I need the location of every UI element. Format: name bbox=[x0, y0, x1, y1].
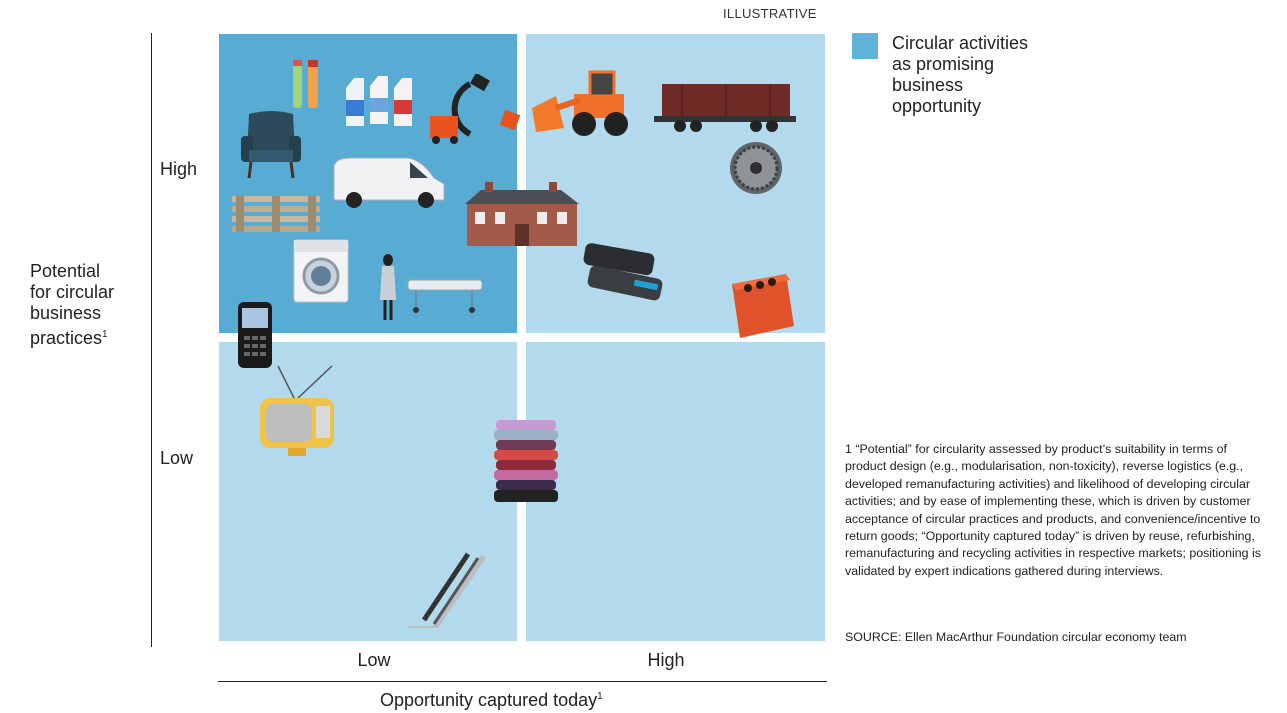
bottles-icon bbox=[293, 60, 318, 108]
van-icon bbox=[333, 157, 445, 208]
source-text: SOURCE: Ellen MacArthur Foundation circu… bbox=[845, 630, 1187, 644]
legend-label-line: Circular activities bbox=[892, 33, 1029, 53]
y-tick-high: High bbox=[160, 159, 198, 179]
footnote-mark: 1 bbox=[102, 329, 108, 340]
y-tick-low: Low bbox=[160, 448, 194, 468]
y-axis-title: Potential for circular business practice… bbox=[30, 261, 114, 349]
washing-machine-icon bbox=[293, 239, 349, 303]
quadrant-low-potential-high-opportunity bbox=[526, 342, 825, 641]
illustrative-label: ILLUSTRATIVE bbox=[723, 6, 817, 21]
wheel-loader-icon bbox=[532, 70, 628, 136]
legend-label-line: business bbox=[892, 75, 964, 95]
y-axis-title-text: practices bbox=[30, 328, 103, 348]
y-axis-title-line: for circular bbox=[30, 282, 115, 302]
footnote-text: 1 “Potential” for circularity assessed b… bbox=[845, 442, 1261, 578]
bottle-crate-icon bbox=[732, 274, 794, 338]
jet-engine-icon bbox=[730, 142, 782, 194]
y-axis-line bbox=[151, 33, 152, 647]
legend-label-line: opportunity bbox=[892, 96, 982, 116]
medical-c-arm-icon bbox=[430, 74, 521, 144]
x-axis-title: Opportunity captured today1 bbox=[380, 690, 603, 711]
television-icon bbox=[260, 365, 334, 456]
y-axis-title-line: practices1 bbox=[30, 324, 114, 349]
x-tick-low: Low bbox=[357, 650, 391, 670]
freight-wagon-icon bbox=[654, 84, 796, 132]
mobile-phone-icon bbox=[238, 302, 272, 368]
footnote-mark: 1 bbox=[597, 691, 603, 702]
hospital-bed-icon bbox=[380, 254, 483, 320]
toner-cartridge-icon bbox=[583, 243, 663, 301]
milk-carton-icon bbox=[346, 76, 412, 126]
y-axis-title-line: business bbox=[30, 303, 102, 323]
pallets-icon bbox=[232, 196, 320, 232]
x-axis-line bbox=[218, 681, 827, 682]
textiles-icon bbox=[494, 420, 558, 502]
armchair-icon bbox=[241, 111, 301, 179]
legend-label: Circular activities as promising busines… bbox=[892, 33, 1082, 117]
x-axis-title-text: Opportunity captured today bbox=[380, 690, 598, 710]
legend-label-line: as promising bbox=[892, 54, 995, 74]
x-tick-high: High bbox=[647, 650, 685, 670]
y-axis-title-line: Potential bbox=[30, 261, 101, 281]
legend-swatch bbox=[852, 33, 878, 59]
house-icon bbox=[465, 182, 579, 246]
quadrant-low-potential-low-opportunity bbox=[219, 342, 517, 641]
escalator-icon bbox=[408, 552, 486, 628]
